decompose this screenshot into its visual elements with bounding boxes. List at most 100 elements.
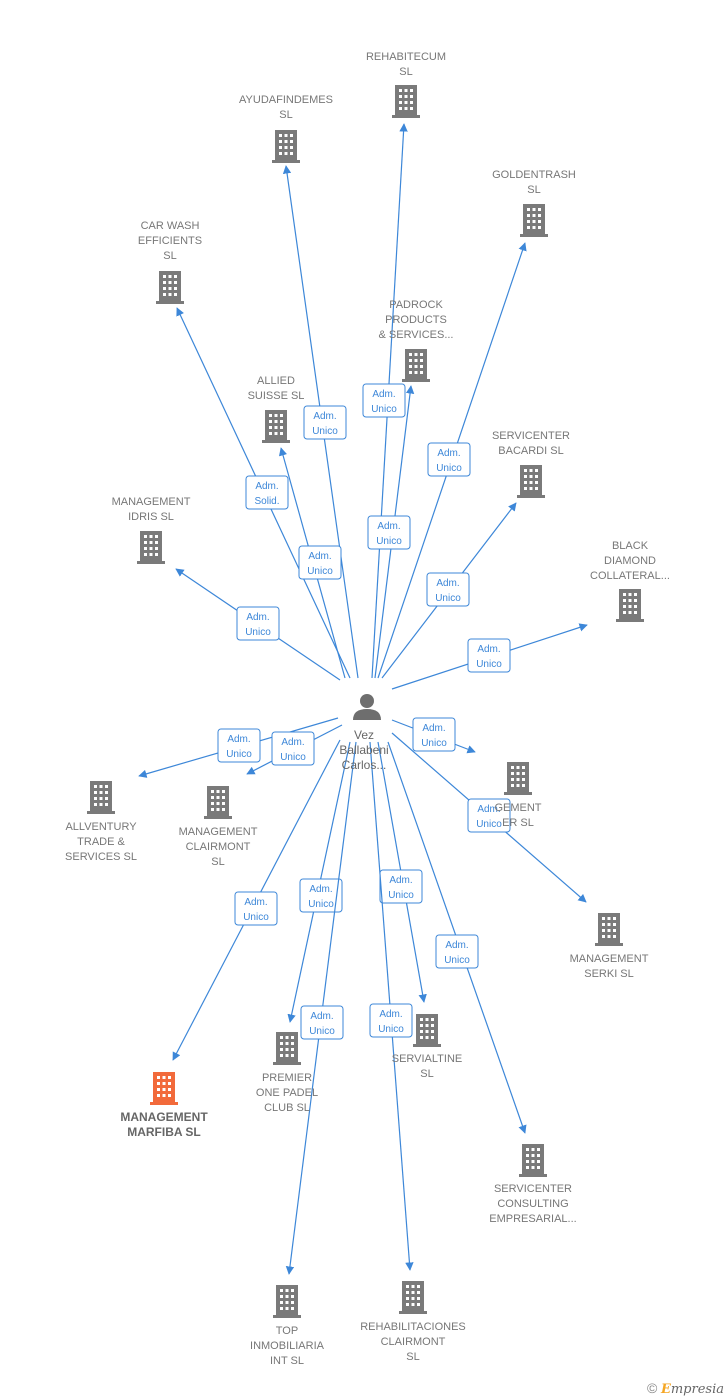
role-box <box>467 638 511 673</box>
role-text-line-1: Adm. <box>227 734 250 745</box>
company-label-line-2: SERKI SL <box>584 968 634 980</box>
company-node-servicenter-consulting[interactable]: SERVICENTERCONSULTINGEMPRESARIAL... <box>489 1144 577 1225</box>
company-label-line-2: SUISSE SL <box>248 390 305 402</box>
role-label-management-idris[interactable]: Adm.Unico <box>236 606 280 641</box>
company-label-line-1: BLACK <box>612 540 649 552</box>
role-label-management-clairmont[interactable]: Adm.Unico <box>271 731 315 766</box>
role-text-line-1: Adm. <box>389 875 412 886</box>
role-label-rehabilitaciones-clairmont[interactable]: Adm.Unico <box>369 1003 413 1038</box>
role-label-allventury[interactable]: Adm. Unico <box>217 728 261 763</box>
company-label-line-2: DIAMOND <box>604 555 656 567</box>
company-label-line-3: SL <box>406 1351 419 1363</box>
role-box <box>300 1005 344 1040</box>
building-icon <box>520 204 548 237</box>
role-text-line-2: Unico <box>226 749 252 760</box>
role-text-line-2: Unico <box>243 912 269 923</box>
role-box <box>234 891 278 926</box>
company-node-black-diamond[interactable]: BLACKDIAMONDCOLLATERAL... <box>590 540 670 622</box>
company-label-line-2: ONE PADEL <box>256 1087 318 1099</box>
role-box <box>367 515 411 550</box>
role-label-goldentrash[interactable]: Adm.Unico <box>427 442 471 477</box>
building-icon <box>204 786 232 819</box>
role-label-top-inmobiliaria[interactable]: Adm.Unico <box>300 1005 344 1040</box>
company-label-line-2: SL <box>527 184 540 196</box>
role-label-black-diamond[interactable]: Adm.Unico <box>467 638 511 673</box>
company-label-line-1: SERVIALTINE <box>392 1053 463 1065</box>
role-box <box>427 442 471 477</box>
role-label-padrock[interactable]: Adm.Unico <box>367 515 411 550</box>
role-box <box>379 869 423 904</box>
company-label-line-2: PRODUCTS <box>385 314 447 326</box>
role-text-line-1: Adm. <box>246 612 269 623</box>
role-box <box>412 717 456 752</box>
role-text-line-1: Adm. <box>379 1009 402 1020</box>
role-box <box>303 405 347 440</box>
building-icon <box>273 1285 301 1318</box>
role-label-car-wash[interactable]: Adm.Solid. <box>245 475 289 510</box>
role-label-servicenter-bacardi[interactable]: Adm.Unico <box>426 572 470 607</box>
person-name-line-1: Vez <box>354 728 374 742</box>
role-text-line-1: Adm. <box>477 804 500 815</box>
company-label-line-3: EMPRESARIAL... <box>489 1213 576 1225</box>
role-text-line-1: Adm. <box>313 411 336 422</box>
role-text-line-2: Unico <box>308 899 334 910</box>
role-label-servicenter-consulting[interactable]: Adm.Unico <box>435 934 479 969</box>
role-text-line-2: Unico <box>444 955 470 966</box>
company-label-line-1: MANAGEMENT <box>112 496 191 508</box>
building-icon <box>595 913 623 946</box>
role-label-allied-suisse[interactable]: Adm.Unico <box>298 545 342 580</box>
role-text-line-2: Unico <box>371 404 397 415</box>
building-icon <box>616 589 644 622</box>
building-icon <box>150 1072 178 1105</box>
company-label-line-2: EFFICIENTS <box>138 235 202 247</box>
role-label-management-er[interactable]: Adm.Unico <box>412 717 456 752</box>
company-label-line-1: AYUDAFINDEMES <box>239 94 333 106</box>
building-icon <box>262 410 290 443</box>
role-label-management-serki[interactable]: Adm.Unico <box>467 798 511 833</box>
role-label-management-marfiba[interactable]: Adm.Unico <box>234 891 278 926</box>
building-icon <box>504 762 532 795</box>
building-icon <box>402 349 430 382</box>
role-label-rehabitecum[interactable]: Adm. Unico <box>362 383 406 418</box>
role-text-line-1: Adm. <box>372 389 395 400</box>
person-icon <box>353 694 381 720</box>
role-box <box>362 383 406 418</box>
role-text-line-1: Adm. <box>309 884 332 895</box>
company-label-line-1: REHABILITACIONES <box>360 1321 466 1333</box>
role-text-line-2: Solid. <box>254 496 279 507</box>
company-label-line-1: PADROCK <box>389 299 443 311</box>
company-label-line-2: SL <box>279 109 292 121</box>
role-text-line-1: Adm. <box>310 1011 333 1022</box>
role-box <box>435 934 479 969</box>
building-icon <box>413 1014 441 1047</box>
role-box <box>236 606 280 641</box>
role-box <box>299 878 343 913</box>
role-label-ayudafindemes[interactable]: Adm. Unico <box>303 405 347 440</box>
person-node[interactable]: Vez Ballabeni Carlos... <box>339 694 389 772</box>
role-box <box>245 475 289 510</box>
role-label-servialtine[interactable]: Adm.Unico <box>379 869 423 904</box>
company-label-line-1: TOP <box>276 1325 298 1337</box>
company-label-line-3: CLUB SL <box>264 1102 310 1114</box>
role-text-line-1: Adm. <box>437 448 460 459</box>
role-label-premier-one-padel[interactable]: Adm. Unico <box>299 878 343 913</box>
role-text-line-2: Unico <box>312 426 338 437</box>
company-label-line-2: CONSULTING <box>497 1198 568 1210</box>
company-node-ayudafindemes[interactable]: AYUDAFINDEMES SL <box>239 94 333 163</box>
